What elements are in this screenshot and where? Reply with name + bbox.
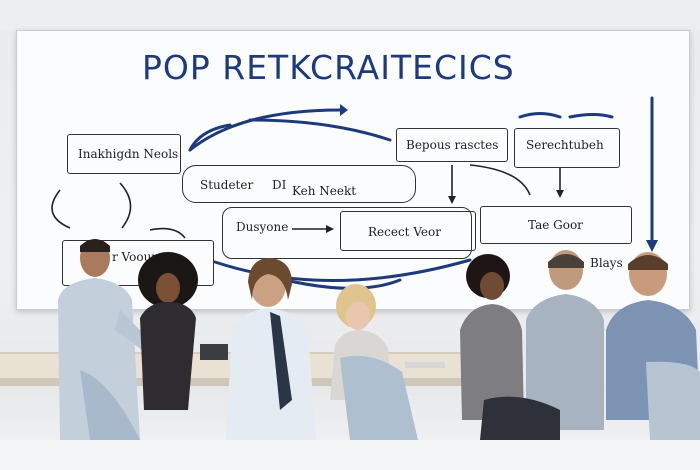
person-man-gray	[526, 250, 604, 430]
wall	[0, 0, 700, 30]
chair-center	[340, 355, 418, 440]
diagram-box-recect	[340, 211, 476, 251]
diagram-box-inakhigdn	[67, 134, 181, 174]
diagram-label-serechtubeh: Serechtubeh	[526, 138, 604, 152]
diagram-label-recect: Recect Veor	[368, 225, 441, 239]
diagram-box-serechtubeh	[514, 128, 620, 168]
bottom-margin	[0, 440, 700, 470]
diagram-label-di: DI	[272, 178, 287, 192]
chair-left	[80, 370, 140, 440]
diagram-box-voour	[62, 240, 214, 286]
person-woman-dark	[460, 254, 524, 420]
diagram-label-studeter: Studeter	[200, 178, 254, 192]
diagram-label-inakhigdn: Inakhigdn Neols	[78, 147, 179, 161]
diagram-box-bepous	[396, 128, 508, 162]
chair-dark	[480, 396, 560, 440]
diagram-label-tae: Tae Goor	[528, 218, 583, 232]
diagram-box-studeter	[182, 165, 416, 203]
diagram-box-tae	[480, 206, 632, 244]
diagram-label-dusyone: Dusyone	[236, 220, 289, 234]
diagram-label-kehneekt: Keh Neekt	[292, 184, 357, 198]
device-on-table	[200, 344, 228, 360]
diagram-label-bepous: Bepous rasctes	[406, 138, 499, 152]
whiteboard-title: POP RETKCRAITECICS	[142, 48, 515, 87]
diagram-label-voour: r Voour	[112, 250, 158, 264]
papers-on-table	[405, 362, 445, 368]
diagram-label-blays: Blays	[590, 256, 623, 270]
person-woman-curly	[138, 252, 198, 410]
diagram-box-dusyone	[222, 207, 472, 259]
chair-right	[646, 361, 700, 440]
person-man-tie	[226, 258, 316, 440]
